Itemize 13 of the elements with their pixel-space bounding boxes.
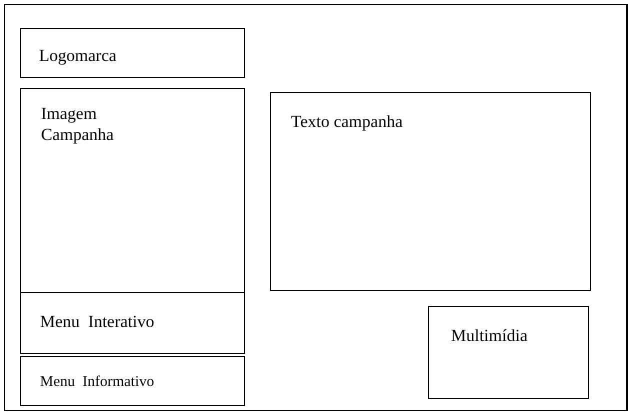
- box-label: Imagem Campanha: [41, 103, 115, 146]
- layout-box: [20, 292, 245, 354]
- box-label: Menu Informativo: [40, 373, 154, 392]
- layout-box: [20, 88, 245, 293]
- box-label: Logomarca: [39, 45, 116, 66]
- layout-box: [270, 92, 591, 291]
- layout-box: [428, 306, 589, 399]
- box-label: Multimídia: [451, 325, 528, 346]
- layout-box: [20, 28, 245, 78]
- box-label: Texto campanha: [291, 111, 403, 132]
- box-label: Menu Interativo: [40, 311, 154, 332]
- page-frame: [4, 4, 628, 411]
- layout-box: [20, 356, 245, 406]
